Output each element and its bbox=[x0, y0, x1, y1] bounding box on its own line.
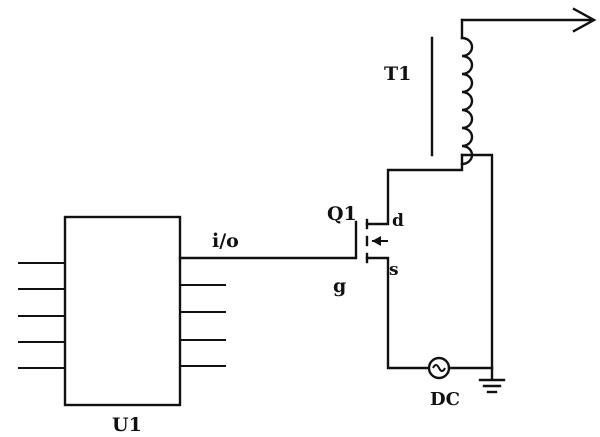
u1-chip-body bbox=[63, 215, 182, 407]
ground-icon bbox=[478, 378, 506, 394]
u1-right-pins bbox=[180, 284, 226, 367]
drain-wire bbox=[365, 153, 464, 226]
arrow-right-icon bbox=[572, 7, 597, 33]
label-u1: U1 bbox=[112, 414, 142, 436]
io-gate-wire bbox=[178, 220, 358, 260]
label-q1: Q1 bbox=[327, 203, 357, 225]
mosfet-arrow-icon bbox=[372, 236, 381, 246]
label-t1: T1 bbox=[384, 63, 411, 85]
u1-left-pins bbox=[18, 262, 65, 369]
transformer-coil bbox=[460, 36, 474, 166]
transformer-t1 bbox=[430, 7, 597, 380]
ground-return-wire bbox=[460, 153, 494, 380]
dc-source-symbol bbox=[432, 364, 446, 372]
label-io: i/o bbox=[212, 230, 239, 252]
label-dc: DC bbox=[430, 389, 460, 410]
label-gate: g bbox=[333, 275, 346, 297]
label-source: s bbox=[389, 260, 399, 280]
dc-source-icon bbox=[427, 356, 494, 380]
source-wire bbox=[365, 256, 430, 370]
label-drain: d bbox=[392, 211, 404, 231]
mosfet-q1 bbox=[365, 153, 464, 370]
